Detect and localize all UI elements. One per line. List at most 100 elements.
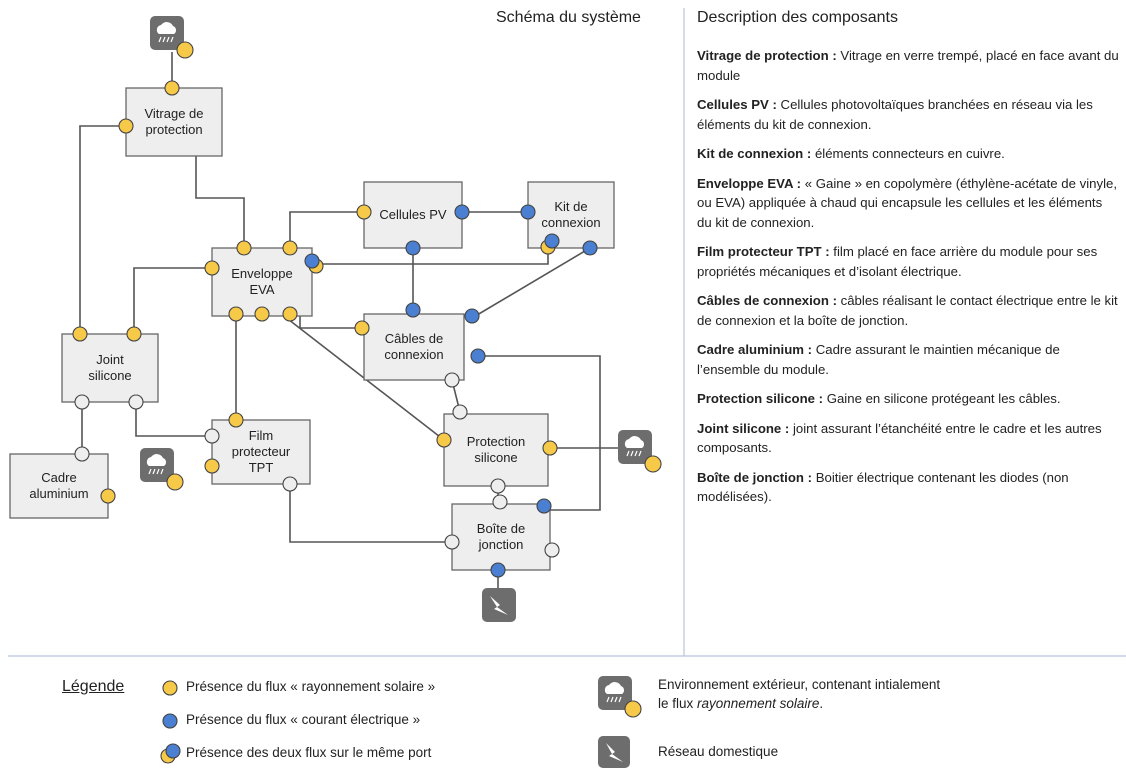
- link-film-boite: [289, 484, 452, 543]
- description-text: Boitier électrique contenant les diodes …: [697, 469, 1069, 505]
- description-name: Vitrage de protection :: [697, 48, 837, 63]
- legend-network-label: Réseau domestique: [658, 744, 779, 759]
- node-label-line: Film: [249, 428, 274, 443]
- description-item: Boîte de jonction : Boitier électrique c…: [697, 468, 1119, 507]
- node-label-line: silicone: [88, 368, 131, 383]
- electric-port: [405, 302, 421, 318]
- description-text: « Gaine » en copolymère (éthylène-acétat…: [697, 175, 1118, 230]
- empty-port: [204, 428, 220, 444]
- empty-port: [74, 446, 90, 462]
- empty-port: [492, 494, 508, 510]
- legend-environment-prefix: le flux: [658, 696, 698, 711]
- solar-port: [228, 412, 244, 428]
- description-text: éléments connecteurs en cuivre.: [811, 146, 1005, 161]
- node-label-line: EVA: [249, 282, 274, 297]
- node-label-line: protection: [145, 122, 202, 137]
- node-label-line: silicone: [474, 450, 517, 465]
- node-label-line: protecteur: [232, 444, 291, 459]
- solar-port: [204, 260, 220, 276]
- rain-cloud-icon: [140, 448, 184, 491]
- electric-port: [470, 348, 486, 364]
- diagram-title: Schéma du système: [496, 9, 641, 26]
- solar-port: [236, 240, 252, 256]
- description-item: Vitrage de protection : Vitrage en verre…: [697, 46, 1119, 85]
- node-label-line: Boîte de: [477, 521, 525, 536]
- legend-environment-line1: Environnement extérieur, contenant intia…: [658, 677, 941, 692]
- empty-port: [490, 478, 506, 494]
- node-cellules-pv: Cellules PV: [363, 181, 463, 249]
- link-eva-kit: [316, 248, 549, 265]
- electric-port: [520, 204, 536, 220]
- legend-solar-label: Présence du flux « rayonnement solaire »: [186, 679, 436, 694]
- solar-port: [164, 80, 180, 96]
- description-text: film placé en face arrière du module pou…: [697, 244, 1098, 279]
- description-text: Cadre assurant le maintien mécanique de …: [697, 342, 1060, 377]
- description-item: Cellules PV : Cellules photovoltaïques b…: [697, 95, 1119, 134]
- empty-port: [74, 394, 90, 410]
- description-name: Film protecteur TPT :: [697, 244, 830, 259]
- legend-electric-label: Présence du flux « courant électrique »: [186, 712, 421, 727]
- solar-port: [354, 320, 370, 336]
- description-name: Kit de connexion :: [697, 146, 812, 161]
- description-name: Boîte de jonction :: [697, 469, 813, 485]
- link-kit-cables: [471, 247, 591, 319]
- node-label-line: Câbles de: [385, 331, 444, 346]
- node-cellules-label: Cellules PV: [379, 207, 447, 222]
- link-eva-cellules: [289, 211, 364, 248]
- node-label-line: Cadre: [41, 470, 76, 485]
- node-label-line: Protection: [467, 434, 526, 449]
- description-name: Câbles de connexion :: [697, 293, 837, 308]
- electric-port: [454, 204, 470, 220]
- electric-port: [582, 240, 598, 256]
- description-item: Câbles de connexion : câbles réalisant l…: [697, 291, 1119, 330]
- description-item: Protection silicone : Gaine en silicone …: [697, 389, 1119, 409]
- description-text: Cellules photovoltaïques branchées en ré…: [697, 97, 1093, 132]
- description-name: Cellules PV :: [697, 97, 777, 112]
- solar-port: [282, 306, 298, 322]
- description-item: Kit de connexion : éléments connecteurs …: [697, 144, 1119, 164]
- legend-title: Légende: [62, 678, 125, 695]
- electric-port: [464, 308, 480, 324]
- electric-port: [490, 562, 506, 578]
- link-joint-film: [135, 402, 212, 437]
- component-descriptions: Vitrage de protection : Vitrage en verre…: [697, 46, 1119, 517]
- legend-environment-line2: le flux rayonnement solaire.: [658, 696, 823, 711]
- legend-lightning-icon: [598, 736, 630, 768]
- both-flux-port-electric: [544, 233, 560, 249]
- empty-port: [452, 404, 468, 420]
- environment-icons: [140, 16, 662, 622]
- link-eva-joint: [133, 267, 212, 334]
- solar-port: [228, 306, 244, 322]
- description-item: Enveloppe EVA : « Gaine » en copolymère …: [697, 174, 1119, 233]
- legend-environment-suffix: .: [819, 696, 824, 711]
- link-vitrage-joint: [79, 125, 126, 334]
- node-label-line: Vitrage de: [144, 106, 203, 121]
- legend-rain-cloud-icon: [598, 676, 642, 718]
- node-label-line: aluminium: [29, 486, 88, 501]
- description-text: Gaine en silicone protégeant les câbles.: [823, 391, 1061, 406]
- legend-both-label: Présence des deux flux sur le même port: [186, 745, 432, 760]
- solar-port: [542, 440, 558, 456]
- legend-both-port-electric: [165, 743, 181, 759]
- empty-port: [444, 372, 460, 388]
- ports: [72, 80, 598, 578]
- legend-electric-port: [162, 713, 178, 729]
- empty-port: [444, 534, 460, 550]
- link-vitrage-eva: [195, 156, 245, 248]
- node-label-line: TPT: [249, 460, 274, 475]
- electric-port: [405, 240, 421, 256]
- empty-port: [544, 542, 560, 558]
- description-text: joint assurant l’étanchéité entre le cad…: [697, 420, 1102, 456]
